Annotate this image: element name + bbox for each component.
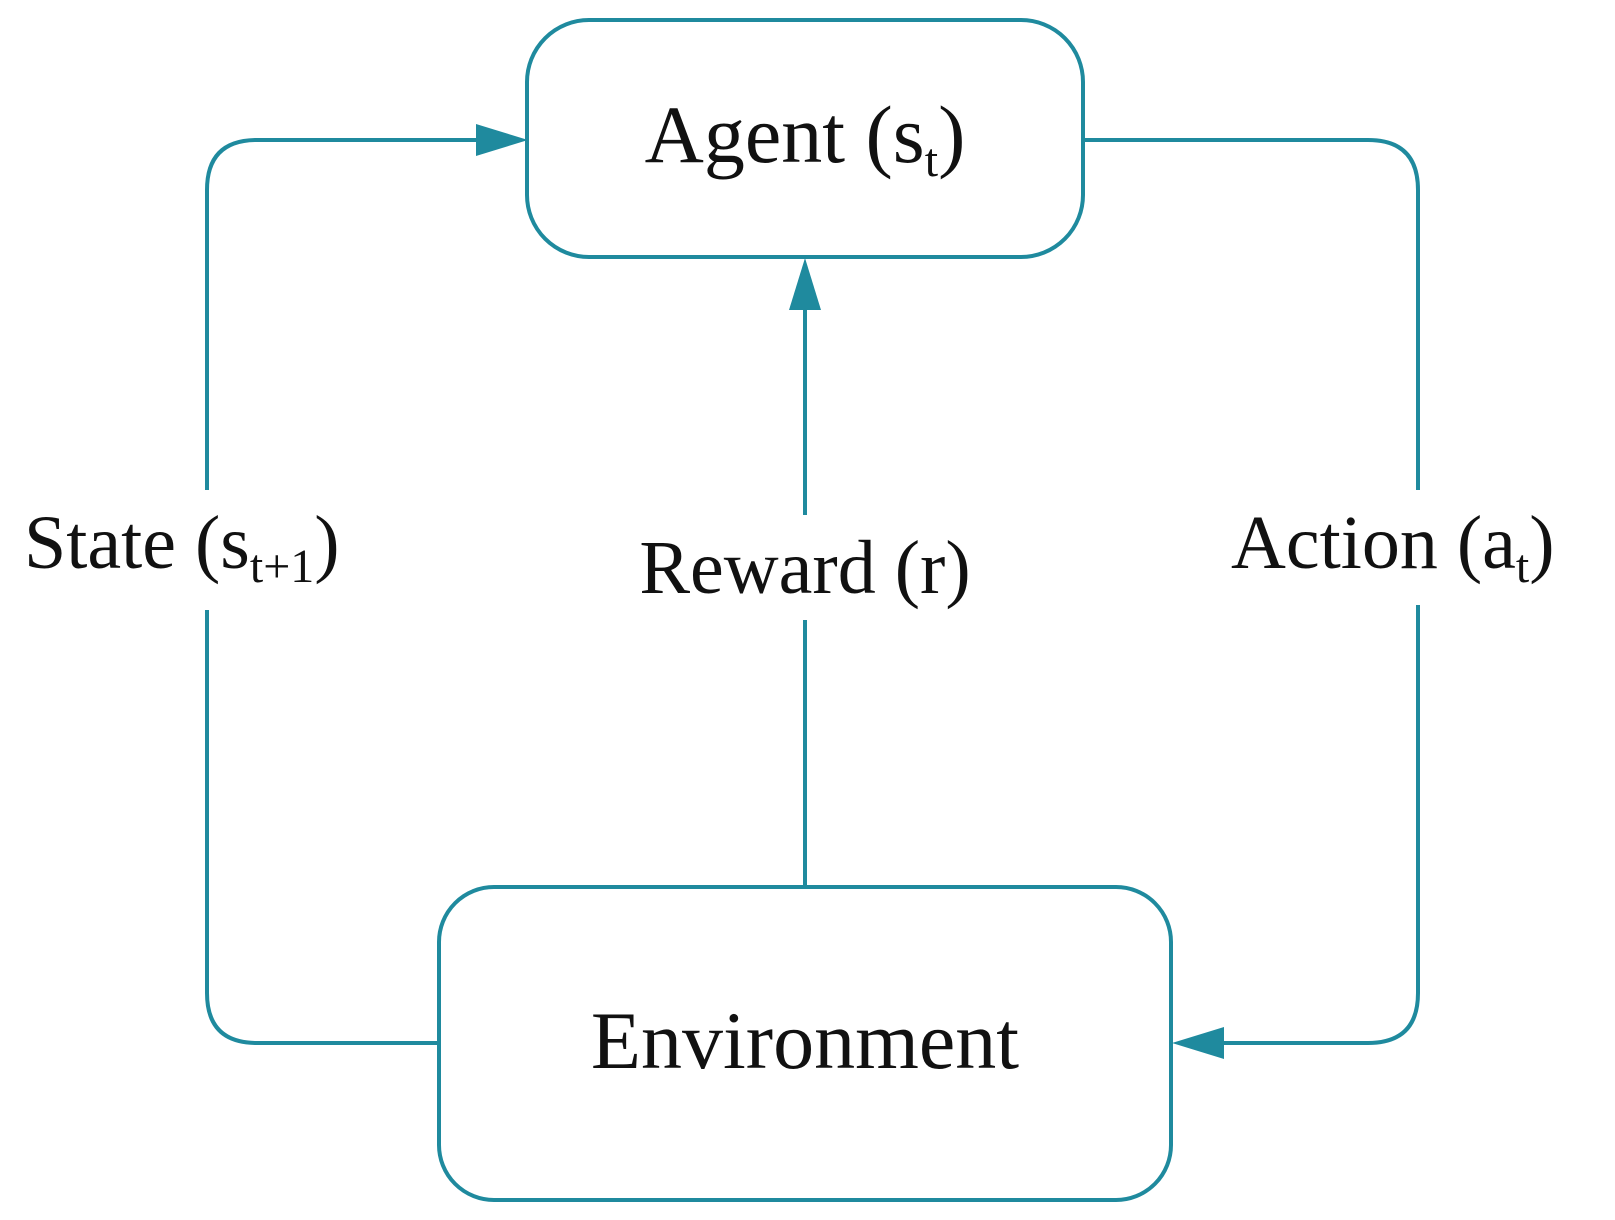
environment-node <box>437 885 1173 1202</box>
agent-label: Agent (st) <box>645 89 966 187</box>
reward-arrowhead <box>789 258 821 310</box>
state-label: State (st+1) <box>24 501 340 593</box>
state-edge <box>205 138 480 1045</box>
state-arrowhead <box>476 124 528 156</box>
environment-label: Environment <box>591 995 1019 1086</box>
action-label: Action (at) <box>1231 501 1555 593</box>
action-arrowhead <box>1172 1027 1224 1059</box>
agent-node <box>525 18 1085 259</box>
reward-label: Reward (r) <box>639 526 970 610</box>
action-edge <box>1085 138 1420 1045</box>
